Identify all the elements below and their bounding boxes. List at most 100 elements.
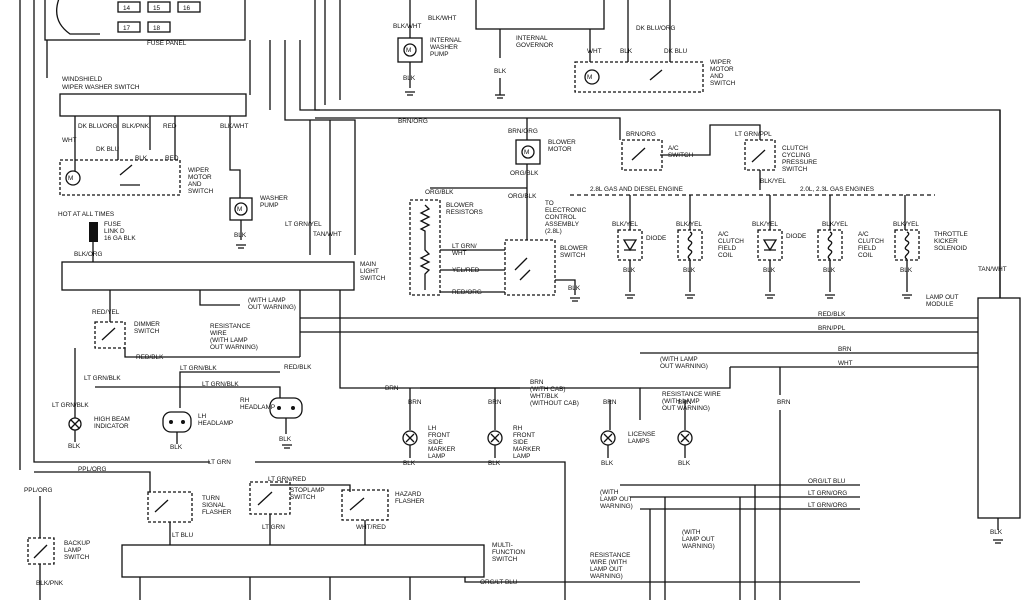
rh-headlamp-label: HEADLAMP: [240, 404, 275, 411]
wire-label: BLK: [68, 443, 81, 450]
wire-label: BLK: [763, 267, 776, 274]
main-light-switch-label: SWITCH: [360, 275, 386, 282]
wire-label: BRN/ORG: [508, 128, 538, 135]
wire-label: BLK: [494, 68, 507, 75]
multifunction-label: MULTI-: [492, 542, 513, 549]
rh-marker-label: FRONT: [513, 432, 535, 439]
hazard-label: HAZARD: [395, 491, 422, 498]
wiper-motor-label: SWITCH: [710, 80, 736, 87]
high-beam-label: HIGH BEAM: [94, 416, 130, 423]
wire-label: WHT: [587, 48, 602, 55]
rh-marker-label: RH: [513, 425, 523, 432]
throttle-label: SOLENOID: [934, 245, 967, 252]
wire-label: LT BLU: [172, 532, 193, 539]
lamp-out-module: LAMP OUT MODULE RED/BLK BRN/PPL BRN WHT …: [300, 294, 1021, 544]
wire-label: LT GRN/RED: [268, 476, 306, 483]
resistance-label: OUT WARNING): [210, 344, 258, 351]
lamp-out-note: (WITH LAMP: [660, 356, 698, 363]
wire-label: BRN: [777, 399, 791, 406]
turn-flasher-label: TURN: [202, 495, 220, 502]
motor-symbol: M: [587, 74, 592, 81]
windshield-wiper-switch: WINDSHIELD WIPER WASHER SWITCH DK BLU/OR…: [59, 76, 288, 249]
backup-label: LAMP: [64, 547, 81, 554]
ecu-label: CONTROL: [545, 214, 577, 221]
lamp-out-note: WARNING): [682, 543, 715, 550]
clutch-coil-label: A/C: [858, 231, 869, 238]
stoplamp-label: SWITCH: [290, 494, 316, 501]
fuse-label: 15: [153, 5, 161, 12]
wire-label: BLK/WHT: [220, 123, 249, 130]
wire-label: BLK: [403, 460, 416, 467]
wire-label: RED/ORG: [452, 289, 482, 296]
license-label: LICENSE: [628, 431, 655, 438]
wire-label: DK BLU/ORG: [78, 123, 117, 130]
blower-motor-label: MOTOR: [548, 146, 572, 153]
wire-label: BLK: [135, 155, 148, 162]
wire-label: BLK: [623, 267, 636, 274]
wire-label: DK BLU: [96, 146, 119, 153]
rh-marker-label: LAMP: [513, 453, 530, 460]
wire-label: YEL/RED: [452, 267, 480, 274]
resistance-label: LAMP OUT: [590, 566, 623, 573]
wire-label: DK BLU: [664, 48, 687, 55]
lamp-out-note: (WITH: [682, 529, 701, 536]
wire-label: RED: [165, 155, 179, 162]
headlamp-circuit: (WITH LAMP OUT WARNING) RED/YEL DIMMER S…: [52, 297, 579, 451]
wire-label: ORG/BLK: [425, 189, 454, 196]
lh-marker-label: MARKER: [428, 446, 456, 453]
wire-label: ORG/BLK: [508, 193, 537, 200]
main-light-switch-label: MAIN: [360, 261, 376, 268]
wiper-motor-label: SWITCH: [188, 188, 214, 195]
wire-label: BLK/YEL: [822, 221, 848, 228]
backup-label: BACKUP: [64, 540, 90, 547]
wiper-motor-label: AND: [710, 73, 724, 80]
engine-label: 2.0L, 2.3L GAS ENGINES: [800, 186, 874, 193]
clutch-coil-label: COIL: [858, 252, 873, 259]
wire-label: BRN: [408, 399, 422, 406]
clutch-cycling-label: CYCLING: [782, 152, 810, 159]
fuse-label: 14: [123, 5, 131, 12]
blower-switch-label: BLOWER: [560, 245, 588, 252]
lh-headlamp-label: HEADLAMP: [198, 420, 233, 427]
wire-label: WHT/RED: [356, 524, 386, 531]
brn-cab-label: (WITHOUT CAB): [530, 400, 579, 407]
wiper-motor-label: AND: [188, 181, 202, 188]
wire-label: RED/BLK: [818, 311, 846, 318]
diode-label: DIODE: [786, 233, 806, 240]
lamp-out-note: OUT WARNING): [660, 363, 708, 370]
hazard-label: FLASHER: [395, 498, 425, 505]
wire-label: BLK: [568, 285, 581, 292]
wire-label: BLK/PNK: [36, 580, 64, 587]
wire-label: BRN: [838, 346, 852, 353]
wire-label: BLK/YEL: [760, 178, 786, 185]
wire-label: DK BLU/ORG: [636, 25, 675, 32]
trunk-wires: [19, 0, 1001, 470]
resistance-label: WARNING): [590, 573, 623, 580]
main-light-switch: HOT AT ALL TIMES FUSE LINK D 16 GA BLK B…: [58, 211, 520, 389]
wire-label: BLK: [170, 444, 183, 451]
lamp-out-note: OUT WARNING): [248, 304, 296, 311]
lamp-out-label: MODULE: [926, 301, 953, 308]
motor-symbol: M: [68, 175, 73, 182]
windshield-switch-title: WIPER WASHER SWITCH: [62, 84, 140, 91]
dimmer-label: SWITCH: [134, 328, 160, 335]
wire-label: BRN/PPL: [818, 325, 846, 332]
wire-label: LT GRN/BLK: [84, 375, 121, 382]
resistance-label: RESISTANCE: [590, 552, 630, 559]
wire-label: RED: [163, 123, 177, 130]
wire-label: BLK: [900, 267, 913, 274]
turn-flasher-label: SIGNAL: [202, 502, 226, 509]
wire-label: LT GRN/ORG: [808, 490, 847, 497]
top-center-components: BLK/WHT BLK/WHT M INTERNAL WASHER PUMP B…: [393, 0, 736, 99]
resistance-label: WIRE: [210, 330, 227, 337]
wire-label: BLK/YEL: [752, 221, 778, 228]
lamp-out-note: LAMP OUT: [600, 496, 633, 503]
resistance-label: WIRE (WITH: [590, 559, 627, 566]
fuse-panel-title: FUSE PANEL: [147, 40, 187, 47]
wire-label: ORG/LT BLU: [808, 478, 846, 485]
windshield-switch-title: WINDSHIELD: [62, 76, 103, 83]
lh-marker-label: LH: [428, 425, 437, 432]
blower-switch-label: SWITCH: [560, 252, 586, 259]
fuse-link-label: LINK D: [104, 228, 125, 235]
brn-cab-label: BRN: [530, 379, 544, 386]
